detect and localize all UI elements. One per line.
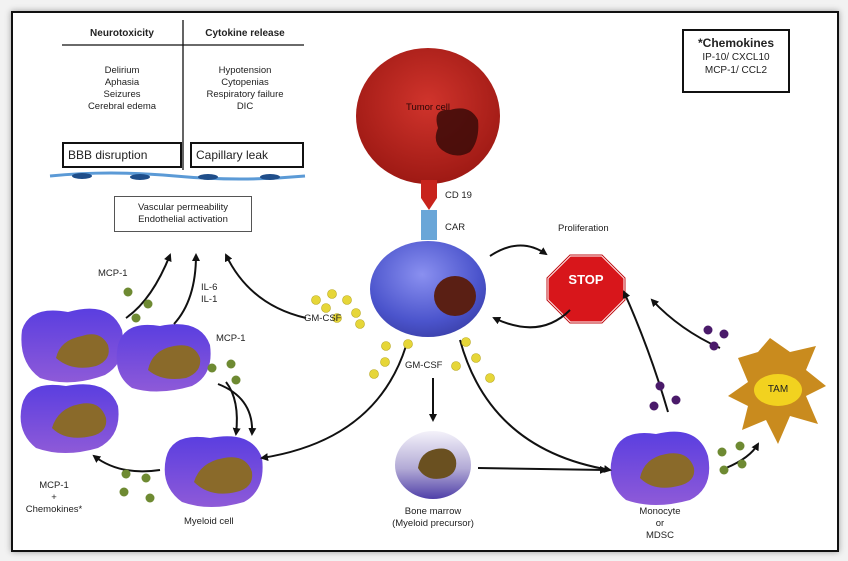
- vascular-line-2: Endothelial activation: [138, 214, 228, 225]
- il6-label: IL-6: [201, 282, 218, 293]
- or-line: or: [655, 518, 665, 529]
- gmcsf-left-label: GM-CSF: [304, 313, 342, 324]
- neuro-item-3: Seizures: [103, 89, 141, 100]
- arrow-mcp1-to-myeloid-a: [225, 381, 241, 436]
- arrow-car-to-myeloid: [260, 345, 407, 462]
- proliferation-label: Proliferation: [558, 223, 609, 234]
- tam-cell: [728, 338, 826, 444]
- mcp1-top-label: MCP-1: [98, 268, 128, 279]
- arrow-mcp1-to-myeloid-b: [217, 383, 257, 436]
- stop-sign: [545, 253, 627, 325]
- gmcsf-bottom-label: GM-CSF: [405, 360, 443, 371]
- bbb-disruption-box: BBB disruption: [62, 142, 182, 168]
- bone-marrow-cell: [395, 431, 471, 499]
- mdsc-line: MDSC: [646, 530, 674, 541]
- myeloid-cell-label: Myeloid cell: [184, 516, 234, 527]
- bone-marrow-line-1: Bone marrow: [404, 506, 462, 517]
- stop-label: STOP: [568, 272, 604, 287]
- neuro-item-4: Cerebral edema: [87, 101, 157, 112]
- mcp1-mid-label: MCP-1: [216, 333, 246, 344]
- arrow-stop-to-car: [492, 309, 571, 329]
- chemokines-star-label: Chemokines*: [25, 504, 83, 515]
- arrow-mcp1-to-vascular: [125, 253, 172, 319]
- neuro-item-2: Aphasia: [104, 77, 140, 88]
- myeloid-cell-4: [164, 436, 263, 507]
- mcp1-dots: [119, 287, 747, 503]
- myeloid-cell-3: [20, 384, 119, 453]
- tumor-nucleus: [435, 108, 479, 156]
- arrow-to-proliferation: [489, 244, 548, 257]
- tumor-cell-label: Tumor cell: [406, 102, 450, 113]
- myeloid-cell-1: [21, 308, 124, 383]
- arrow-bone-marrow-to-monocyte: [477, 465, 608, 474]
- cytokine-item-3: Respiratory failure: [206, 89, 284, 100]
- neurotoxicity-header: Neurotoxicity: [90, 28, 154, 39]
- neurotoxicity-list: Delirium Aphasia Seizures Cerebral edema: [62, 65, 182, 113]
- plus-label: +: [51, 492, 57, 503]
- arrows: [92, 244, 759, 474]
- monocyte-line: Monocyte: [639, 506, 681, 517]
- myeloid-cell-2: [116, 324, 211, 392]
- tam-dots: [649, 325, 729, 411]
- arrow-to-mcp1-chemokines: [92, 454, 161, 473]
- monocyte-cell: [610, 431, 710, 505]
- mcp1-bottom-label: MCP-1: [39, 480, 69, 491]
- arrow-tam-to-stop: [650, 298, 721, 349]
- cytokine-release-header: Cytokine release: [205, 28, 285, 39]
- chemokines-title: *Chemokines: [697, 36, 775, 50]
- il1-label: IL-1: [201, 294, 218, 305]
- monocyte-label: Monocyte or MDSC: [630, 506, 690, 542]
- car-label: CAR: [445, 222, 466, 233]
- gmcsf-dots: [311, 289, 495, 383]
- chemokines-line-1: IP-10/ CXCL10: [702, 52, 770, 63]
- cytokine-item-1: Hypotension: [218, 65, 272, 76]
- cytokine-list: Hypotension Cytopenias Respiratory failu…: [186, 65, 304, 113]
- bone-marrow-line-2: (Myeloid precursor): [392, 518, 474, 529]
- capillary-leak-box: Capillary leak: [190, 142, 304, 168]
- cytokine-item-2: Cytopenias: [221, 77, 269, 88]
- arrow-il6-to-vascular: [173, 253, 200, 325]
- cytokine-item-4: DIC: [236, 101, 254, 112]
- vessel-wall: [49, 171, 306, 181]
- neuro-item-1: Delirium: [104, 65, 140, 76]
- stop-sign-border: [546, 254, 626, 324]
- chemokines-line-2: MCP-1/ CCL2: [704, 65, 768, 76]
- cd19-antigen: [421, 180, 437, 210]
- arrow-car-to-monocyte: [459, 339, 612, 473]
- mcp1-chemokines-label: MCP-1 + Chemokines*: [18, 480, 90, 516]
- bone-marrow-label: Bone marrow (Myeloid precursor): [383, 506, 483, 530]
- vascular-line-1: Vascular permeability: [137, 202, 229, 213]
- tam-label: TAM: [767, 384, 789, 395]
- vascular-permeability-box: Vascular permeability Endothelial activa…: [114, 196, 252, 232]
- car-t-nucleus: [434, 276, 476, 316]
- chemokines-box: *Chemokines IP-10/ CXCL10 MCP-1/ CCL2: [682, 29, 790, 93]
- cd19-label: CD 19: [445, 190, 472, 201]
- tumor-cell: [356, 48, 500, 184]
- arrow-gmcsf-to-vascular: [224, 253, 307, 319]
- arrow-monocyte-to-stop: [622, 290, 669, 413]
- arrow-monocyte-to-tam: [725, 442, 759, 469]
- car-receptor: [421, 210, 437, 240]
